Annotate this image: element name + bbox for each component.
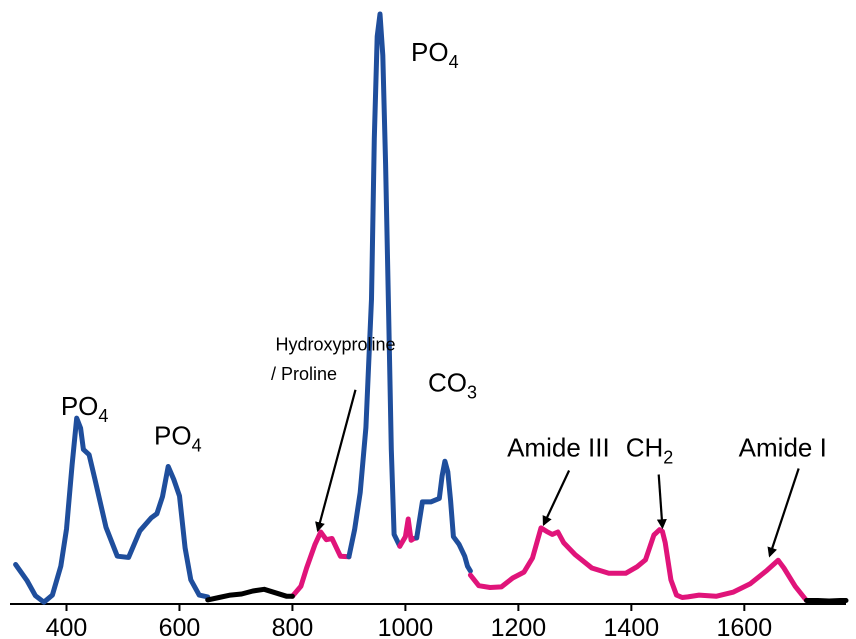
annotation-label: CO3 [428,368,477,403]
series-line-5 [414,458,473,574]
series-line-1 [13,415,211,605]
annotation-label: PO4 [154,421,202,456]
annotation-label: PO4 [61,391,109,426]
annotation-subscript: 2 [663,448,673,468]
annotation-subscript: 4 [449,52,459,72]
series-line-3 [346,11,403,560]
x-tick-label: 1600 [717,614,773,639]
annotation-label: PO4 [411,37,459,72]
annotation-label: Amide I [739,433,827,463]
annotation-arrow [542,470,571,527]
x-tick-label: 1200 [491,614,547,639]
annotation-subscript: 3 [467,383,477,403]
series-line-4 [397,516,420,549]
annotation-subscript: 4 [98,406,108,426]
x-tick-label: 1400 [604,614,660,639]
series-line-8 [804,598,849,604]
annotation-label: CH2 [626,433,674,468]
annotation-subscript: 4 [192,436,202,456]
x-tick-label: 400 [46,614,88,639]
series-line-6 [467,525,809,603]
x-tick-label: 800 [272,614,314,639]
x-tick-label: 600 [159,614,201,639]
annotation-label: Hydroxyproline [275,334,395,354]
series-layer [13,11,849,605]
annotation-label: / Proline [271,364,337,384]
annotation-arrow [767,468,800,558]
annotation-arrow [315,389,357,533]
series-line-2 [289,529,352,599]
series-line-7 [205,586,295,603]
annotation-label: Amide III [507,433,610,463]
annotation-arrow [656,474,667,530]
x-axis-ticks: 400 600 800 1000 1200 1400 1600 [46,604,773,639]
x-tick-label: 1000 [378,614,434,639]
